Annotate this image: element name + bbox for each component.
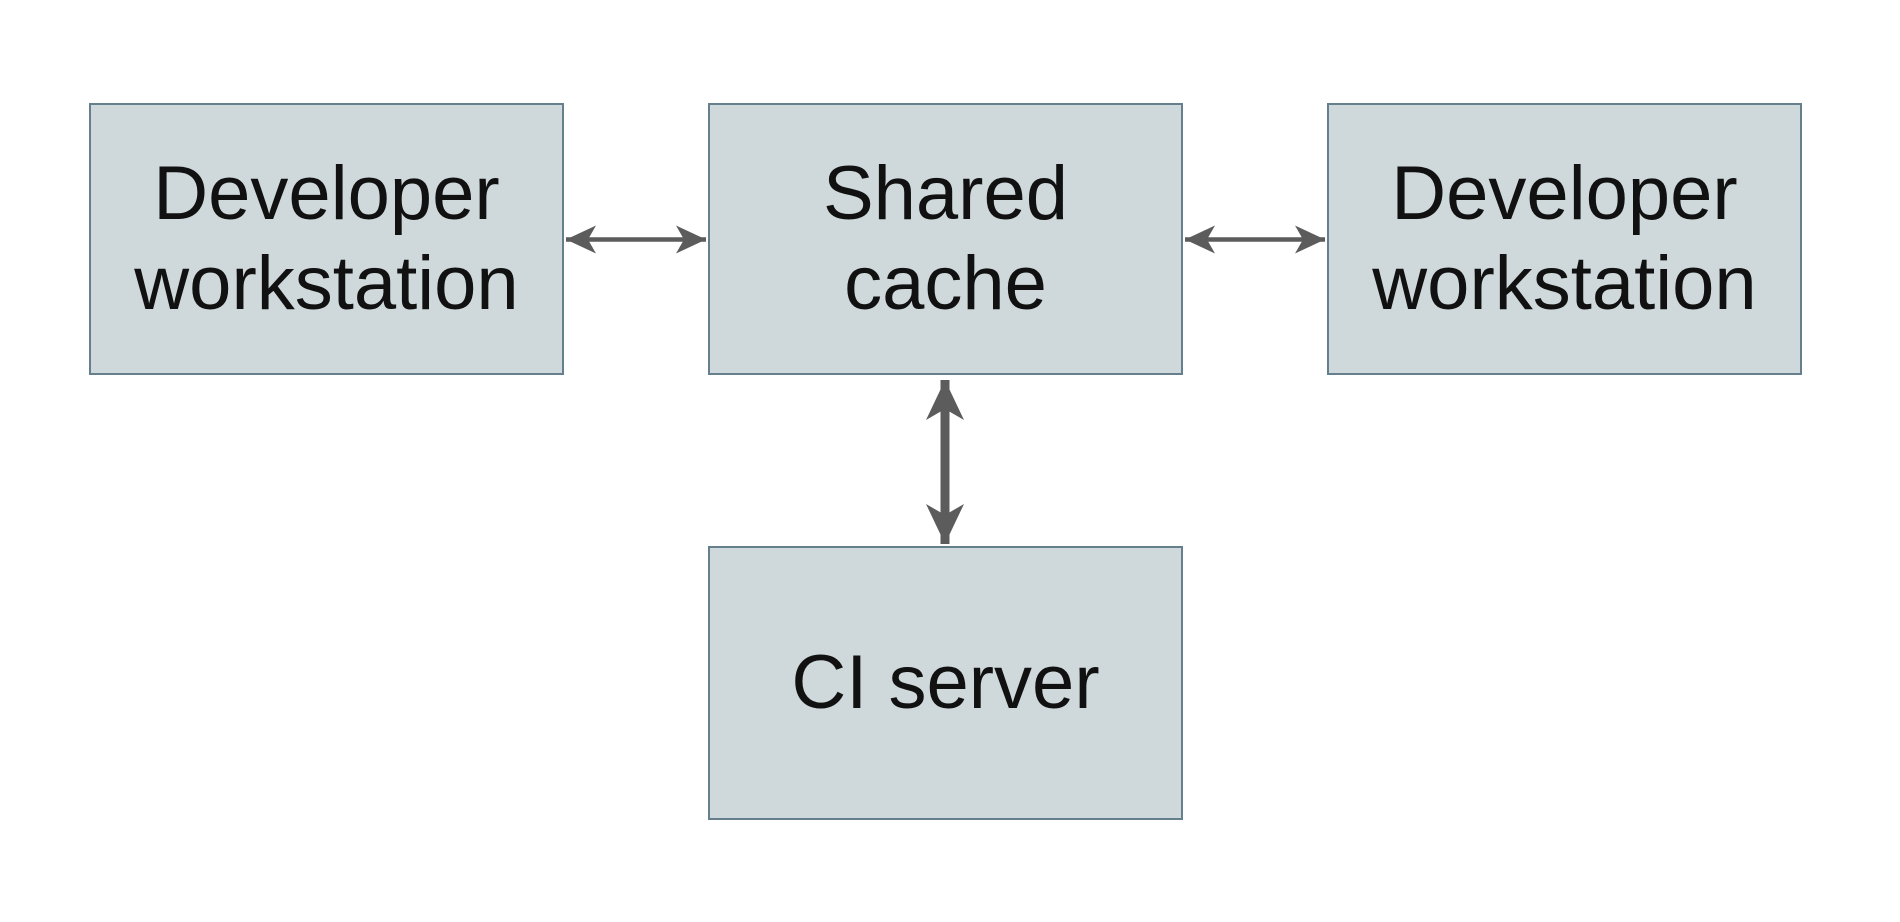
node-ci-server: CI server — [708, 546, 1183, 820]
node-developer-workstation-left: Developer workstation — [89, 103, 564, 375]
node-label: CI server — [791, 640, 1100, 726]
node-label: Developer workstation — [134, 151, 519, 326]
node-label: Developer workstation — [1372, 151, 1757, 326]
node-developer-workstation-right: Developer workstation — [1327, 103, 1802, 375]
node-shared-cache: Shared cache — [708, 103, 1183, 375]
node-label: Shared cache — [822, 151, 1069, 326]
